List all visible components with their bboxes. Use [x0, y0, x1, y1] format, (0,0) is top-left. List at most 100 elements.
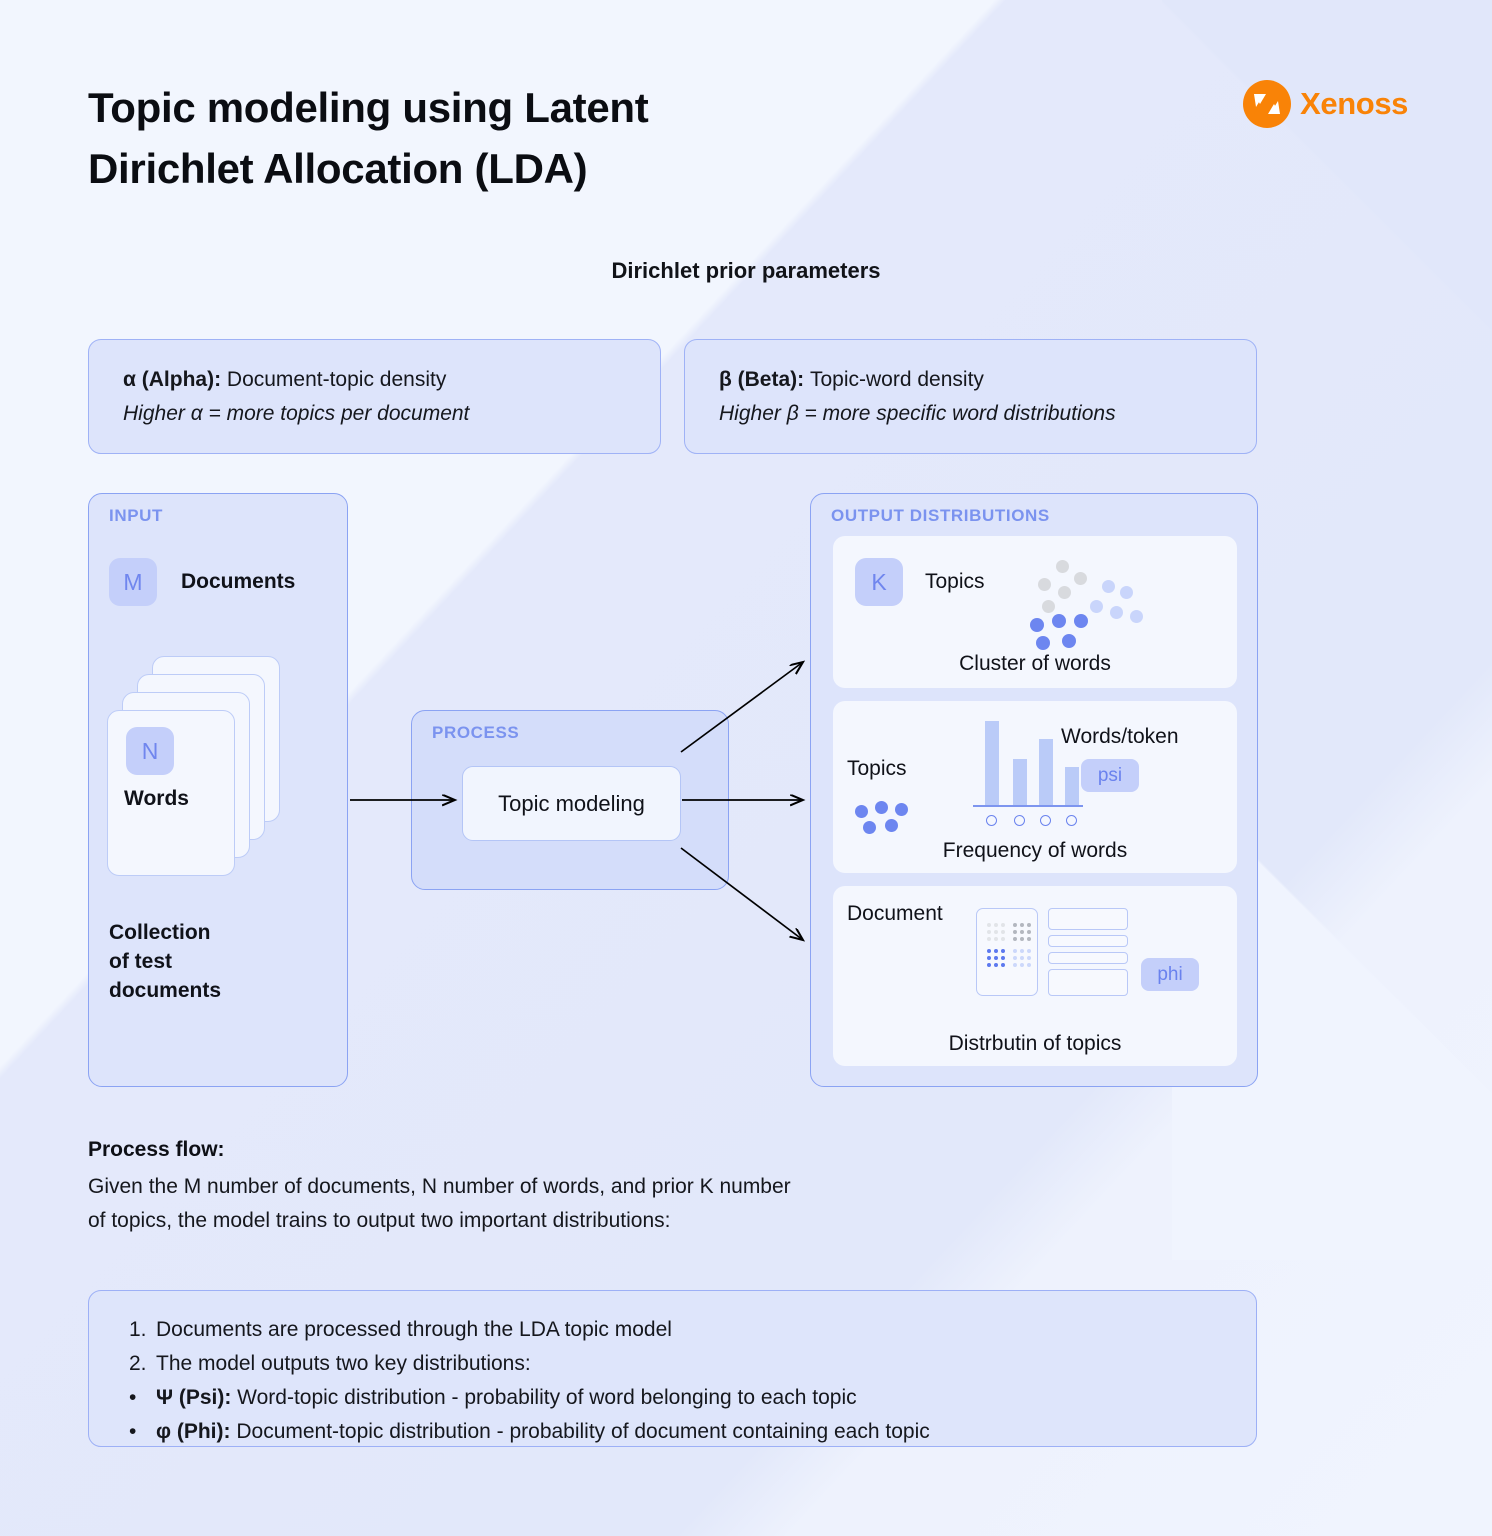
grid-dot — [1013, 949, 1017, 953]
doc-bar-0 — [1048, 908, 1128, 930]
page-title: Topic modeling using Latent Dirichlet Al… — [88, 84, 649, 192]
bar-2 — [1039, 739, 1053, 805]
barchart-axis — [973, 804, 1083, 807]
mini-dot — [863, 821, 876, 834]
cluster-dot-blue — [1030, 618, 1044, 632]
axis-tick-circle — [1040, 815, 1051, 826]
beta-term: β (Beta): — [719, 367, 805, 391]
documents-row: M Documents — [109, 558, 295, 606]
step-text: Word-topic distribution - probability of… — [231, 1386, 857, 1410]
process-panel: PROCESS Topic modeling — [411, 710, 729, 890]
document-thumbnail-icon — [976, 908, 1038, 996]
beta-definition: Topic-word density — [804, 367, 984, 391]
word-frequency-barchart — [973, 719, 1083, 829]
cluster-dot-light — [1110, 606, 1123, 619]
cluster-dot-gray — [1056, 560, 1069, 573]
n-badge: N — [126, 727, 174, 775]
topic-distribution-bars — [1048, 908, 1128, 996]
document-stack-illustration: N Words — [107, 656, 325, 886]
distribution-caption: Distrbutin of topics — [948, 1032, 1122, 1055]
grid-dot — [1013, 956, 1017, 960]
axis-tick-circle — [1066, 815, 1077, 826]
beta-definition-line: β (Beta): Topic-word density — [719, 363, 1222, 397]
frequency-card: Topics Words/token psi Fre — [833, 701, 1237, 873]
process-panel-label: PROCESS — [432, 723, 520, 742]
grid-dot — [1001, 963, 1005, 967]
output-panel: OUTPUT DISTRIBUTIONS K Topics — [810, 493, 1258, 1087]
cluster-caption: Cluster of words — [959, 652, 1111, 675]
grid-dot — [987, 930, 991, 934]
cluster-dot-light — [1102, 580, 1115, 593]
step-text: The model outputs two key distributions: — [156, 1352, 531, 1376]
list-item: • φ (Phi): Document-topic distribution -… — [129, 1415, 1216, 1449]
documents-label: Documents — [181, 570, 296, 593]
background-corner-top-right — [1162, 0, 1492, 330]
cluster-dot-gray — [1074, 572, 1087, 585]
list-item: 1. Documents are processed through the L… — [129, 1313, 1216, 1347]
step-marker: 2. — [129, 1352, 147, 1376]
grid-dot — [1027, 956, 1031, 960]
words-label: Words — [124, 787, 189, 810]
step-bold: Ψ (Psi): — [156, 1386, 232, 1410]
input-panel: INPUT M Documents N Words Collection of … — [88, 493, 348, 1087]
alpha-parameter-card: α (Alpha): Document-topic density Higher… — [88, 339, 661, 454]
grid-dot — [1020, 930, 1024, 934]
phi-badge: phi — [1141, 958, 1199, 991]
grid-dot — [1027, 930, 1031, 934]
grid-dot — [1013, 923, 1017, 927]
grid-dot — [1001, 930, 1005, 934]
doc-bar-1 — [1048, 935, 1128, 947]
bar-1 — [1013, 759, 1027, 805]
grid-dot — [994, 963, 998, 967]
cluster-dot-gray — [1038, 578, 1051, 591]
cluster-dot-blue — [1074, 614, 1088, 628]
grid-dot — [1013, 930, 1017, 934]
doc-bar-2 — [1048, 952, 1128, 964]
step-bold: φ (Phi): — [156, 1420, 231, 1444]
psi-badge: psi — [1081, 759, 1139, 792]
cluster-dot-gray — [1058, 586, 1071, 599]
doc-bar-3 — [1048, 969, 1128, 996]
step-line: φ (Phi): Document-topic distribution - p… — [156, 1415, 930, 1449]
step-text: Documents are processed through the LDA … — [156, 1318, 672, 1341]
list-item: 2. The model outputs two key distributio… — [129, 1347, 1216, 1381]
bar-3 — [1065, 767, 1079, 805]
grid-dot — [1020, 937, 1024, 941]
alpha-note: Higher α = more topics per document — [123, 401, 470, 425]
words-token-label: Words/token — [1061, 725, 1179, 748]
mini-dot — [855, 805, 868, 818]
alpha-term: α (Alpha): — [123, 367, 222, 391]
topics-small-label: Topics — [847, 757, 907, 780]
frequency-caption: Frequency of words — [942, 839, 1128, 862]
grid-dot — [994, 937, 998, 941]
grid-dot — [994, 956, 998, 960]
cluster-dot-gray — [1042, 600, 1055, 613]
dirichlet-section-heading: Dirichlet prior parameters — [611, 258, 881, 283]
grid-dot — [987, 923, 991, 927]
grid-dot — [1020, 956, 1024, 960]
grid-dot — [987, 937, 991, 941]
grid-dot — [987, 956, 991, 960]
topics-card: K Topics — [833, 536, 1237, 688]
beta-note: Higher β = more specific word distributi… — [719, 401, 1116, 425]
cluster-dot-light — [1090, 600, 1103, 613]
brand-logo: Xenoss — [1243, 80, 1408, 128]
grid-dot — [1020, 963, 1024, 967]
grid-dot — [1020, 949, 1024, 953]
alpha-definition-line: α (Alpha): Document-topic density — [123, 363, 626, 397]
document-sheet-1: N Words — [107, 710, 235, 876]
m-badge: M — [109, 558, 157, 606]
grid-dot — [994, 930, 998, 934]
grid-dot — [1027, 923, 1031, 927]
document-label: Document — [847, 902, 943, 925]
beta-parameter-card: β (Beta): Topic-word density Higher β = … — [684, 339, 1257, 454]
cluster-dot-light — [1120, 586, 1133, 599]
axis-tick-circle — [986, 815, 997, 826]
grid-dot — [987, 963, 991, 967]
process-steps-box: 1. Documents are processed through the L… — [88, 1290, 1257, 1447]
step-text: Document-topic distribution - probabilit… — [230, 1420, 930, 1444]
output-panel-label: OUTPUT DISTRIBUTIONS — [831, 506, 1050, 525]
xenoss-mark-icon — [1243, 80, 1292, 128]
grid-dot — [994, 923, 998, 927]
